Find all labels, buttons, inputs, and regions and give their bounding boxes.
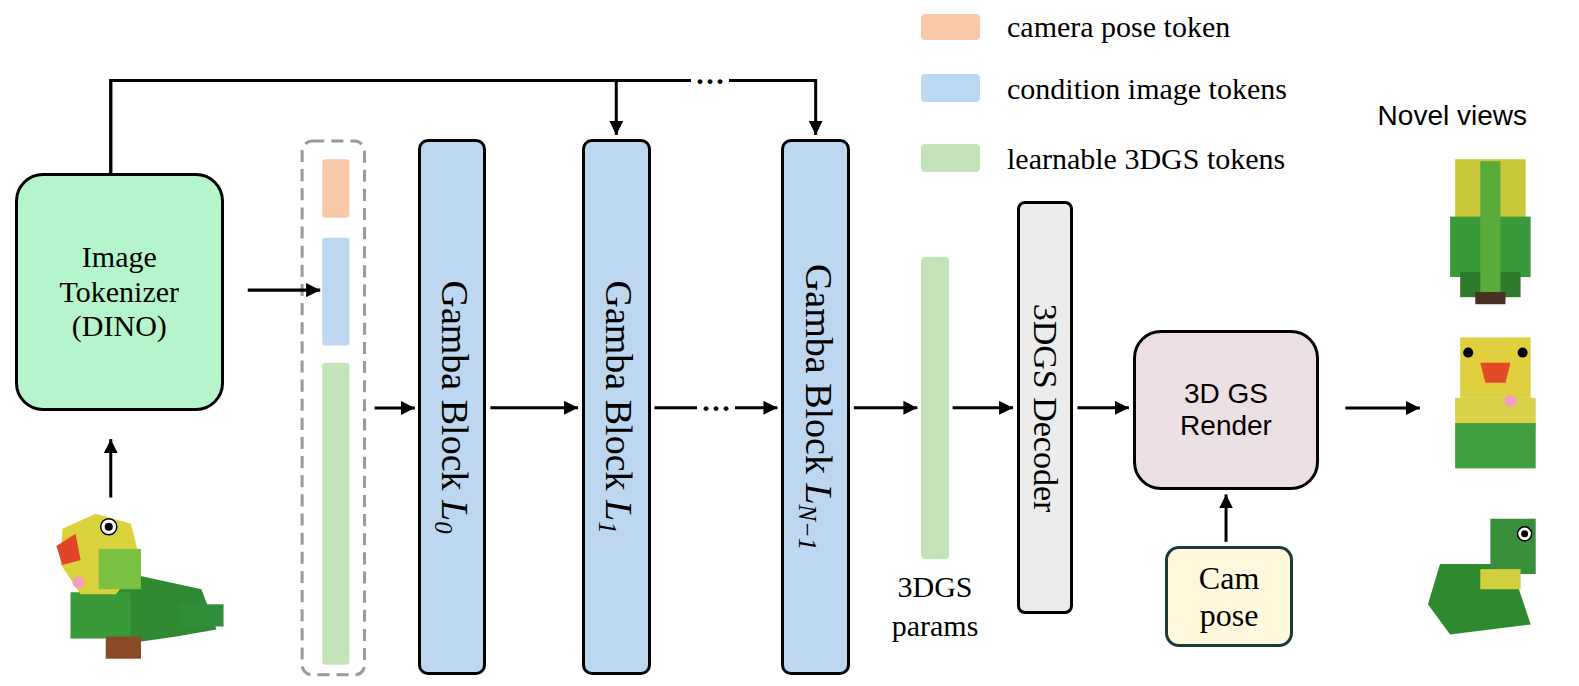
gamba-block: Gamba Block LN−1 [781,139,849,675]
input-image-part [73,576,85,588]
node-label: Gamba Block LN−1 [792,264,840,550]
novel-view-image-part [1475,292,1505,304]
legend-label: camera pose token [1007,12,1230,42]
input-image-part [105,523,113,531]
node-label: 3DGS Decoder [1026,303,1065,512]
novel-view-image [1450,159,1531,304]
token-stack [302,141,364,675]
node-label: Gamba Block L0 [428,280,476,533]
node-label: Cam pose [1179,560,1279,634]
novel-view-image-part [1460,337,1530,397]
token-stack-part [322,238,349,346]
novel-view-image-part [1518,527,1532,541]
novel-view-image-part [1518,348,1528,358]
novel-view-image-part [1521,530,1528,537]
flow-arrow-part [375,406,415,409]
legend-label: learnable 3DGS tokens [1007,144,1285,174]
novel-view-image [1455,337,1536,468]
flow-arrow-part [109,439,112,497]
input-image-part [106,637,141,659]
novel-view-image-part [1428,564,1531,634]
gamba-block: Gamba Block L1 [582,139,650,675]
novel-view-image-part [1490,519,1535,574]
novel-view-image-part [1504,395,1516,407]
camera-pose-box: Cam pose [1165,546,1293,648]
novel-view-image-part [1463,348,1473,358]
input-image [56,514,223,659]
connector-arrow [953,406,1013,409]
input-image-part [70,592,130,638]
legend-label: condition image tokens [1007,74,1287,104]
gamba-block: Gamba Block L0 [418,139,486,675]
render-box: 3D GS Render [1133,330,1319,490]
node-label: Gamba Block L1 [592,280,640,533]
connector-arrow [111,81,617,174]
novel-view-image-part [1480,363,1510,383]
input-image-part [179,604,223,626]
legend-swatch [921,144,979,172]
token-stack-part [302,141,364,675]
edge-label: ··· [697,393,735,423]
input-image-part [56,534,80,565]
node-label: 3D GS Render [1151,378,1301,442]
token-stack-part [322,363,349,665]
connector-arrow [854,406,918,409]
input-image-part [101,519,117,535]
connector-arrow [490,406,578,409]
input-image-part [99,549,141,589]
tokenizer-box: Image Tokenizer (DINO) [15,173,223,411]
flow-arrow-part [1345,406,1420,409]
connector-arrow [1225,494,1228,541]
section-heading: Novel views [1378,102,1527,130]
token-stack-part [322,159,349,217]
flow-arrow [111,290,1420,497]
params-bar: 3DGS params [921,257,948,559]
decoder-box: 3DGS Decoder [1017,201,1073,614]
connector-arrow [1077,406,1128,409]
flow-arrow-part [248,289,321,292]
novel-view-image-part [1480,569,1520,589]
legend-swatch [921,74,979,102]
node-label: Image Tokenizer (DINO) [44,240,194,344]
edge-label: ··· [691,66,729,96]
novel-view-image-part [1455,423,1536,468]
legend-swatch [921,14,979,40]
novel-view-image-part [1480,161,1500,292]
novel-view-image [1428,519,1536,635]
node-label: 3DGS params [880,567,990,645]
